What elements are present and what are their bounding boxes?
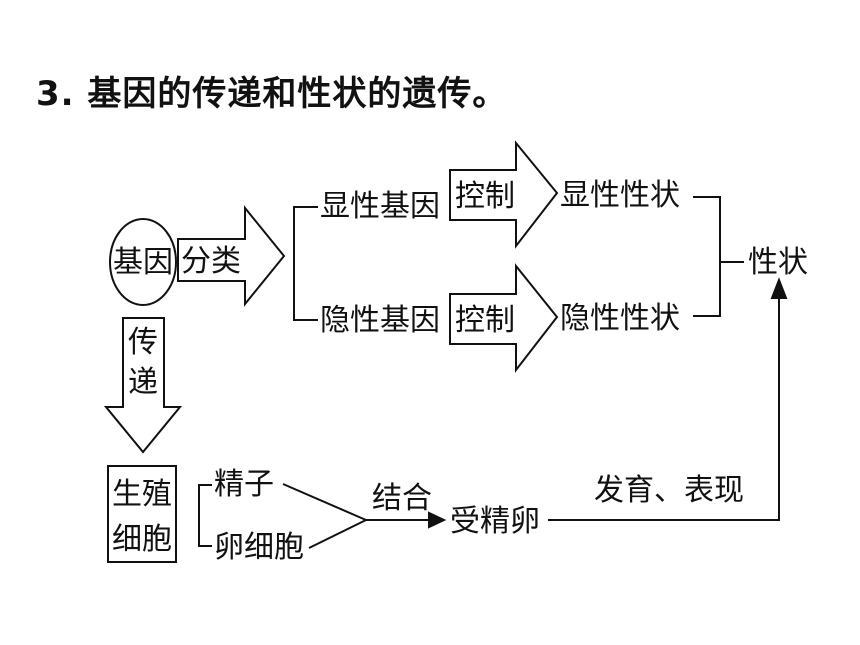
trait-bracket <box>693 196 721 317</box>
control-label-bottom: 控制 <box>455 303 515 338</box>
dominant-trait-label: 显性性状 <box>560 178 680 213</box>
egg-line <box>308 519 367 549</box>
germ-cell-box <box>107 465 177 563</box>
classify-label: 分类 <box>181 244 241 279</box>
egg-label: 卵细胞 <box>214 530 304 565</box>
transmit-label-1: 传 <box>128 325 158 360</box>
zygote-label: 受精卵 <box>450 504 540 539</box>
germ-cell-label-2: 细胞 <box>112 522 172 557</box>
germ-cell-label-1: 生殖 <box>112 477 172 512</box>
transmit-arrow <box>103 317 183 454</box>
gene-label: 基因 <box>113 245 173 280</box>
germ-cell-bracket <box>198 484 212 547</box>
transmit-label-2: 递 <box>128 365 158 400</box>
develop-arrowhead <box>770 277 788 299</box>
classify-arrow <box>177 205 286 307</box>
dominant-gene-label: 显性基因 <box>320 189 440 224</box>
develop-line <box>548 296 780 521</box>
gene-branch-bracket <box>293 206 318 321</box>
sperm-label: 精子 <box>214 467 274 502</box>
recessive-trait-label: 隐性性状 <box>560 301 680 336</box>
control-label-top: 控制 <box>455 179 515 214</box>
develop-label: 发育、表现 <box>594 473 744 508</box>
combine-label: 结合 <box>372 481 432 516</box>
combine-arrowhead <box>428 511 447 529</box>
trait-label: 性状 <box>748 245 808 280</box>
gene-ellipse <box>109 218 177 306</box>
recessive-gene-label: 隐性基因 <box>320 303 440 338</box>
control-arrow-top <box>449 140 559 249</box>
sperm-line <box>282 483 367 521</box>
page-title: 3. 基因的传递和性状的遗传。 <box>36 74 508 114</box>
control-arrow-bottom <box>449 263 559 373</box>
